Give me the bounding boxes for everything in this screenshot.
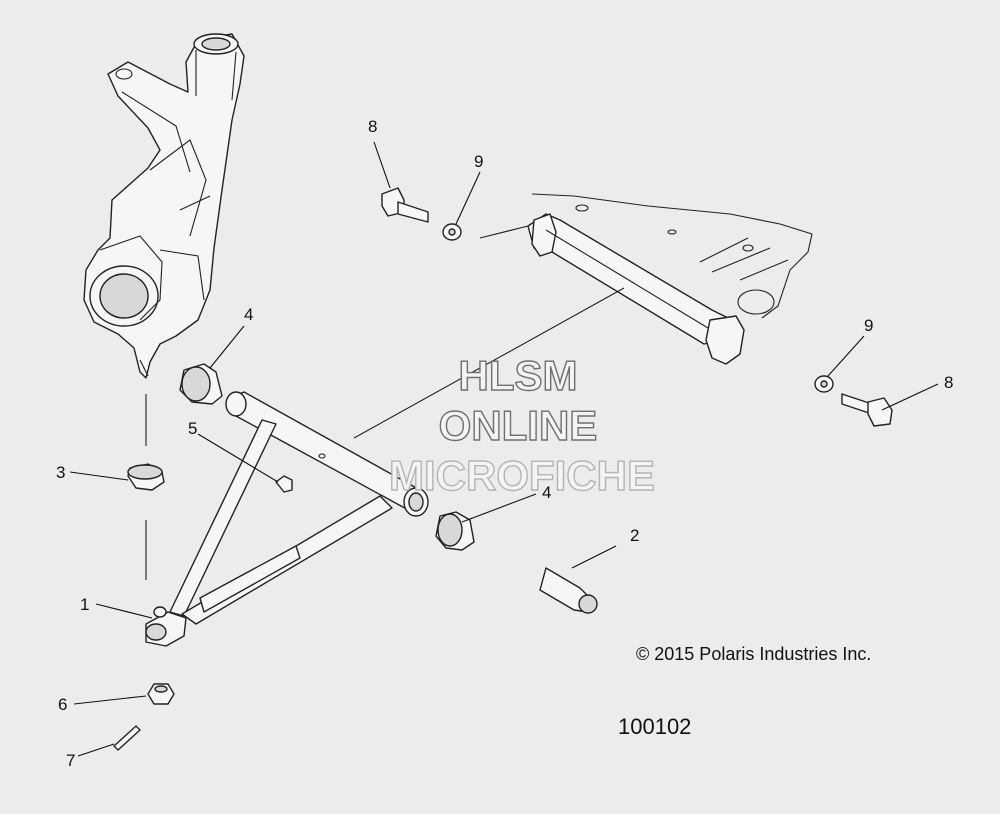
callout-8-upper: 8 [368,117,377,136]
castle-nut [147,683,175,705]
steering-knuckle [83,33,245,379]
pivot-tube [539,567,598,614]
grease-fitting [275,475,293,493]
copyright-text: © 2015 Polaris Industries Inc. [636,644,871,664]
bolt-lower [841,393,893,427]
washer-upper [442,223,462,241]
leader-lines [69,141,939,757]
watermark-line-1: HLSM [459,352,578,399]
callout-3: 3 [56,463,65,482]
callout-4-lower: 4 [542,483,551,502]
callout-7: 7 [66,751,75,770]
callout-9-lower: 9 [864,316,873,335]
callout-numbers: 1 2 3 4 4 5 6 7 8 8 9 9 [56,117,953,770]
bolt-upper [381,187,429,223]
diagram-number: 100102 [618,714,691,739]
watermark-line-3: MICROFICHE [389,452,655,499]
bushing-upper [179,363,223,405]
callout-4-upper: 4 [244,305,253,324]
washer-lower [814,375,834,393]
bushing-lower [435,511,475,551]
callout-1: 1 [80,595,89,614]
a-arm [145,391,429,647]
watermark: HLSM ONLINE MICROFICHE [388,351,655,499]
frame-crossmember [527,193,813,365]
callout-2: 2 [630,526,639,545]
callout-8-lower: 8 [944,373,953,392]
callout-5: 5 [188,419,197,438]
cotter-pin [113,725,141,751]
ball-joint-cup [127,463,165,491]
callout-6: 6 [58,695,67,714]
watermark-line-2: ONLINE [439,402,598,449]
callout-9-upper: 9 [474,152,483,171]
assembly-lines [145,225,625,580]
